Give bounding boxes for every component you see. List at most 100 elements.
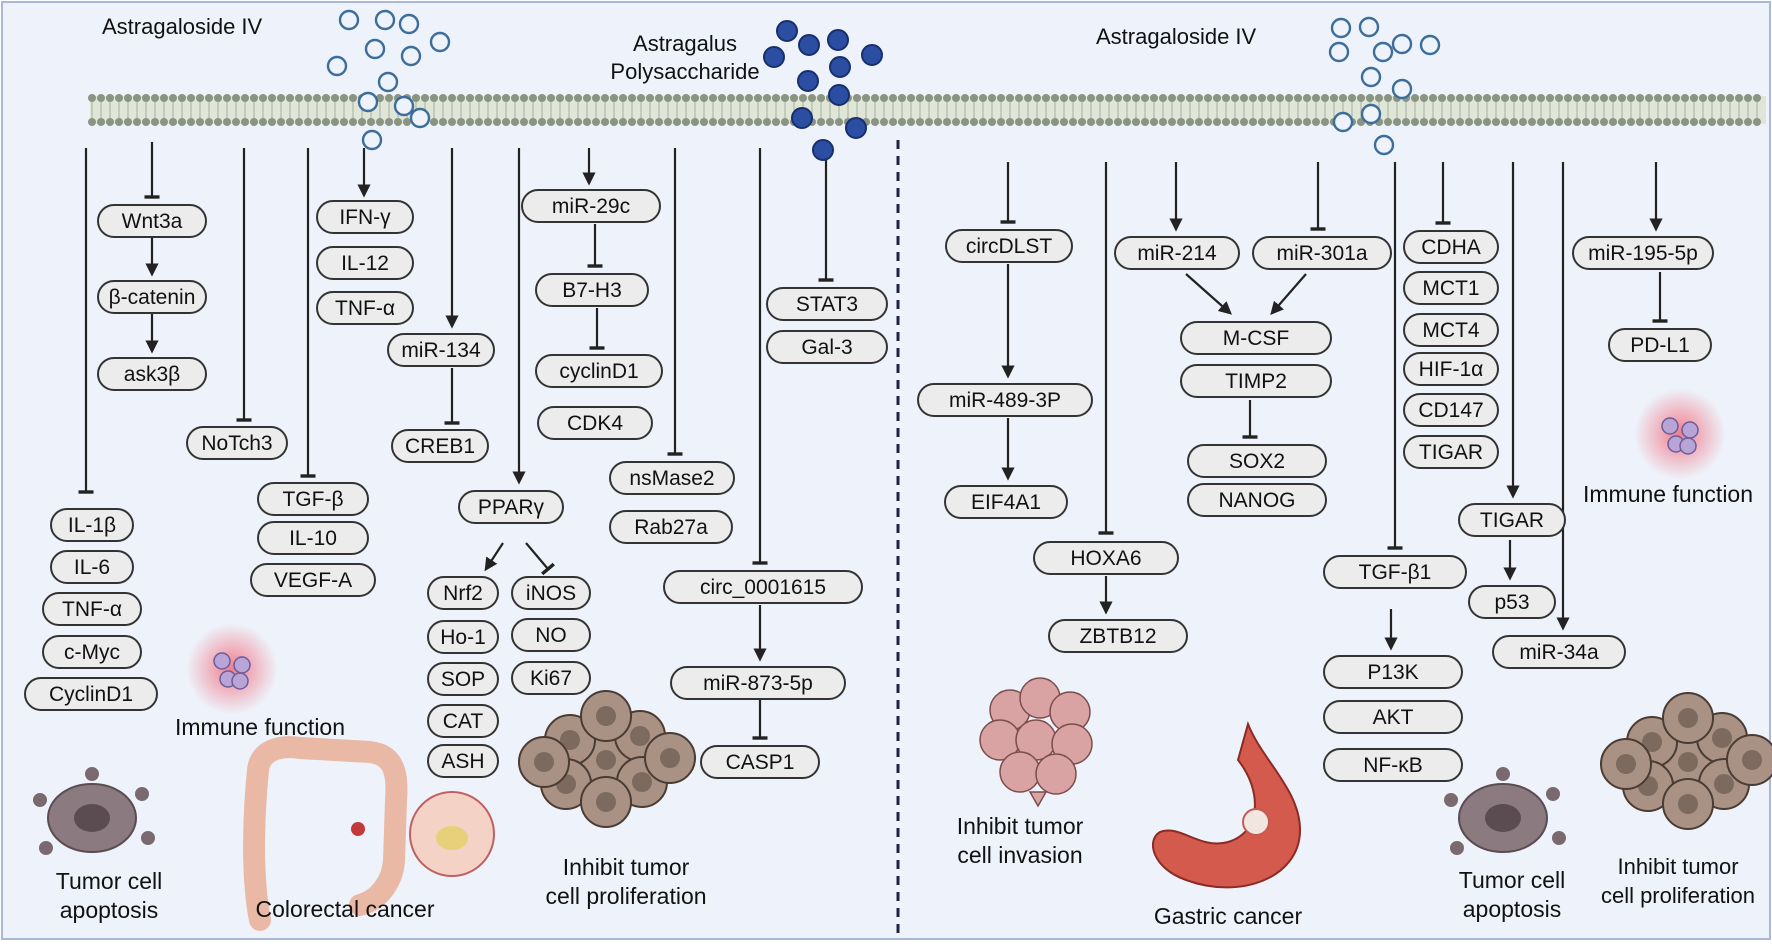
lipid-head <box>1537 118 1545 126</box>
lipid-head <box>772 118 780 126</box>
lipid-head <box>700 118 708 126</box>
lipid-head <box>1582 118 1590 126</box>
lipid-head <box>1069 94 1077 102</box>
lipid-head <box>448 118 456 126</box>
cell-nucleus <box>560 730 580 750</box>
lipid-head <box>583 94 591 102</box>
lipid-head <box>1033 118 1041 126</box>
aiv-label-left: Astragaloside IV <box>102 14 263 39</box>
immune-cell <box>1661 417 1679 435</box>
lipid-head <box>394 118 402 126</box>
aiv-molecule <box>1360 66 1382 88</box>
lipid-head <box>250 118 258 126</box>
node-gal3: Gal-3 <box>766 330 888 364</box>
lipid-head <box>1609 94 1617 102</box>
immune-glow <box>186 623 278 715</box>
pathway-arrows <box>78 142 1668 740</box>
aiv-molecule <box>393 95 415 117</box>
cell-nucleus <box>1678 794 1698 814</box>
aiv-molecule <box>398 13 420 35</box>
lipid-head <box>304 118 312 126</box>
lipid-head <box>178 94 186 102</box>
lipid-head <box>106 94 114 102</box>
lipid-head <box>1474 94 1482 102</box>
lipid-head <box>1645 94 1653 102</box>
lipid-head <box>1078 118 1086 126</box>
lipid-head <box>88 94 96 102</box>
lipid-head <box>1096 94 1104 102</box>
lipid-head <box>169 94 177 102</box>
aiv-molecule <box>1358 16 1380 38</box>
cell-nucleus <box>596 750 616 770</box>
lipid-head <box>511 94 519 102</box>
apoptotic-body <box>85 767 99 781</box>
node-rab27a: Rab27a <box>609 510 733 544</box>
node-vegfa: VEGF-A <box>250 563 376 597</box>
lipid-head <box>1627 94 1635 102</box>
lipid-head <box>556 94 564 102</box>
node-mir29c: miR-29c <box>521 189 661 223</box>
immune-function-label-left: Immune function <box>174 714 346 740</box>
lipid-head <box>637 94 645 102</box>
node-beta-catenin: β-catenin <box>97 280 207 314</box>
lipid-head <box>340 94 348 102</box>
lipid-head <box>853 94 861 102</box>
node-circ: circ_0001615 <box>663 570 863 604</box>
lipid-head <box>493 118 501 126</box>
lipid-head <box>646 118 654 126</box>
lipid-head <box>745 118 753 126</box>
lipid-head <box>1132 94 1140 102</box>
lipid-head <box>430 118 438 126</box>
lipid-head <box>142 118 150 126</box>
node-ho1: Ho-1 <box>427 620 499 654</box>
tumor-cluster-left <box>518 690 696 828</box>
lipid-head <box>1384 118 1392 126</box>
lipid-head <box>610 94 618 102</box>
lipid-head <box>277 118 285 126</box>
lipid-head <box>178 118 186 126</box>
cell-nucleus <box>1642 732 1662 752</box>
lipid-head <box>673 118 681 126</box>
node-ifng: IFN-γ <box>316 200 414 234</box>
lipid-head <box>1312 118 1320 126</box>
lipid-head <box>1456 118 1464 126</box>
lipid-head <box>1366 94 1374 102</box>
lipid-head <box>1483 118 1491 126</box>
aiv-molecule <box>409 107 431 129</box>
aiv-molecule <box>1330 17 1352 39</box>
lipid-head <box>457 94 465 102</box>
lipid-head <box>1249 94 1257 102</box>
lipid-head <box>1429 118 1437 126</box>
lipid-head <box>511 118 519 126</box>
lipid-head <box>520 118 528 126</box>
invading-cell <box>999 751 1041 793</box>
lipid-head <box>1564 94 1572 102</box>
lipid-head <box>1546 118 1554 126</box>
node-akt: AKT <box>1323 700 1463 734</box>
aiv-molecule <box>374 9 396 31</box>
lipid-head <box>1051 118 1059 126</box>
lipid-head <box>1087 118 1095 126</box>
cell-nucleus <box>596 792 616 812</box>
node-no: NO <box>511 618 591 652</box>
aiv-molecule <box>357 91 379 113</box>
lipid-head <box>1465 118 1473 126</box>
lipid-head <box>574 94 582 102</box>
lipid-head <box>1402 118 1410 126</box>
lipid-head <box>1285 118 1293 126</box>
stomach <box>1151 720 1302 889</box>
lipid-head <box>385 118 393 126</box>
lipid-head <box>619 118 627 126</box>
apoptotic-body <box>39 841 53 855</box>
lipid-head <box>97 118 105 126</box>
cell-nucleus <box>1712 728 1732 748</box>
node-mir489: miR-489-3P <box>917 383 1093 417</box>
cell-nucleus <box>534 752 554 772</box>
lipid-head <box>1114 118 1122 126</box>
node-mir873: miR-873-5p <box>670 666 846 700</box>
immune-cell <box>231 672 249 690</box>
lipid-head <box>880 94 888 102</box>
lipid-head <box>115 94 123 102</box>
node-p13k: P13K <box>1323 655 1463 689</box>
